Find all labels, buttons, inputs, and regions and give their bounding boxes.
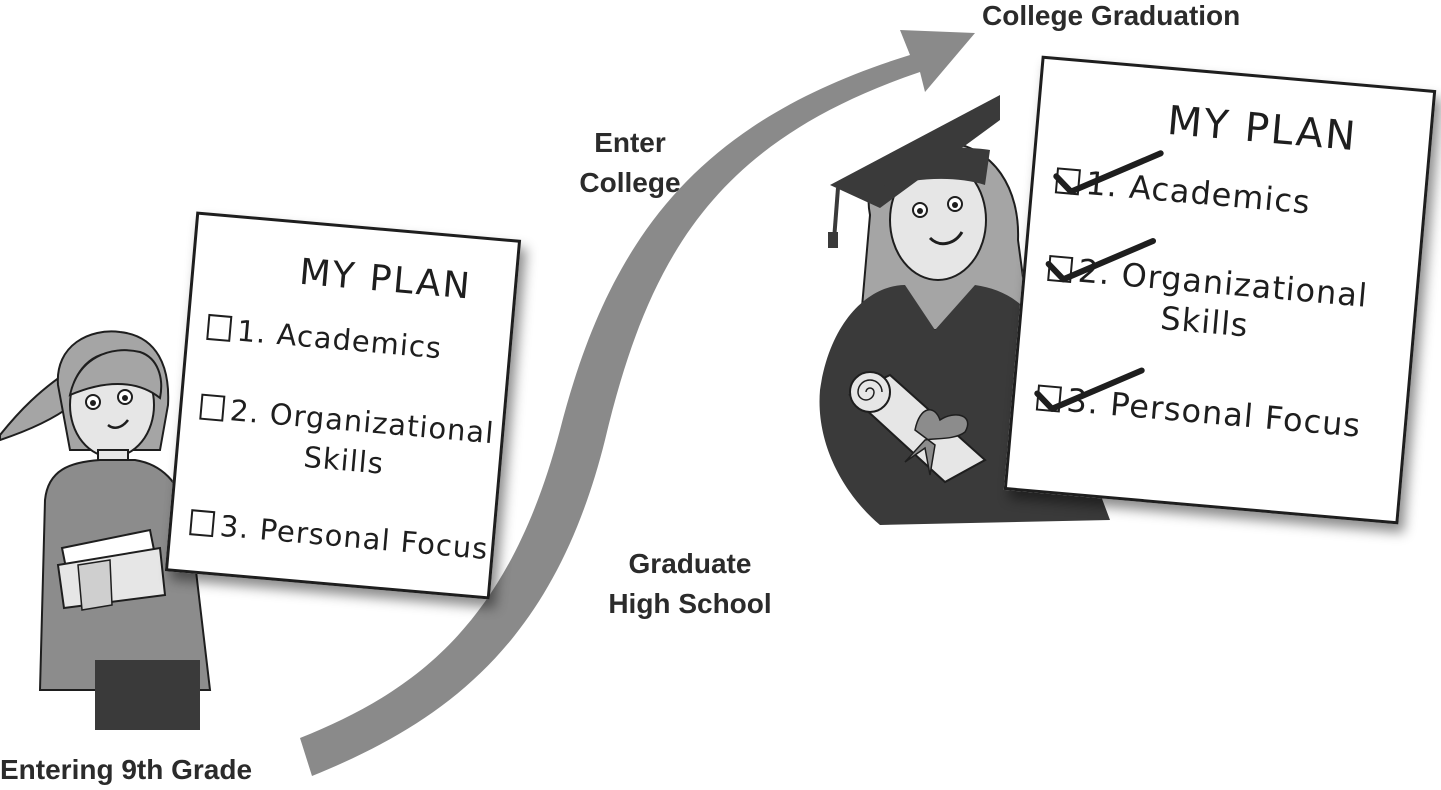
checkbox-icon xyxy=(199,393,226,422)
milestone-college-graduation: College Graduation xyxy=(982,0,1241,31)
plan-card-right: MY PLAN 1. Academics 2. Organizational S… xyxy=(1003,55,1437,525)
plan-title: MY PLAN xyxy=(297,251,474,308)
milestone-enter-college: Enter College xyxy=(579,127,681,198)
checkmark-icon xyxy=(1034,367,1145,412)
milestone-entering-9th-grade: Entering 9th Grade xyxy=(0,754,253,785)
plan-title: MY PLAN xyxy=(1165,97,1360,161)
checkbox-icon xyxy=(206,313,233,342)
plan-item-academics: 1. Academics xyxy=(206,308,444,368)
plan-item-personal-focus: 3. Personal Focus xyxy=(188,503,490,569)
student-figure xyxy=(0,330,212,730)
plan-item-organizational-skills: 2. Organizational Skills xyxy=(195,388,496,493)
milestone-graduate-high-school: Graduate High School xyxy=(608,548,772,619)
checkmark-icon xyxy=(1045,237,1157,283)
diploma-scroll xyxy=(848,371,987,484)
checkbox-icon xyxy=(189,509,216,538)
plan-card-left: MY PLAN 1. Academics 2. Organizational S… xyxy=(164,211,522,600)
checkmark-icon xyxy=(1053,150,1164,195)
books-stack xyxy=(56,528,167,611)
